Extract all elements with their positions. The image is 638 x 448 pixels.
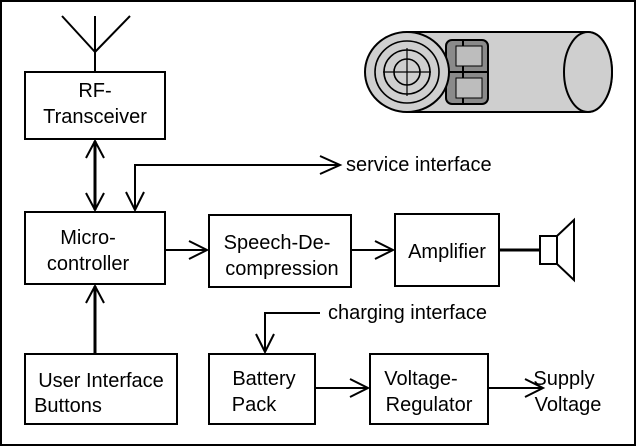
amplifier-label: Amplifier [408, 241, 486, 263]
speech-decompression-label-line2: compression [225, 258, 338, 280]
service-interface-label: service interface [346, 154, 492, 176]
device-illustration [364, 31, 613, 113]
battery-pack-label-line2: Pack [232, 394, 277, 416]
speech-amplifier-arrow [351, 240, 396, 260]
speech-decompression-label-line1: Speech-De- [224, 232, 331, 254]
service-interface-arrow [125, 155, 343, 213]
user-interface-label-line1: User Interface [38, 370, 164, 392]
voltage-regulator-label-line2: Regulator [386, 394, 473, 416]
battery-pack-block: Battery Pack [208, 353, 316, 425]
rf-micro-arrow [85, 138, 105, 213]
speaker-icon [539, 217, 575, 283]
micro-speech-arrow [165, 240, 210, 260]
regulator-supply-arrow [488, 378, 546, 398]
microcontroller-label-line1: Micro- [60, 227, 116, 249]
antenna-icon [61, 15, 131, 72]
microcontroller-block: Micro- controller [24, 211, 166, 285]
charging-interface-label: charging interface [328, 302, 487, 324]
ui-micro-arrow [85, 283, 105, 354]
voltage-regulator-block: Voltage- Regulator [369, 353, 489, 425]
charging-interface-arrow [255, 312, 320, 355]
user-interface-label-line2: Buttons [34, 395, 102, 417]
rf-transceiver-label-line2: Transceiver [43, 106, 147, 128]
supply-voltage-label-line1: Supply [533, 368, 594, 390]
supply-voltage-label-line2: Voltage [535, 394, 602, 416]
battery-pack-label-line1: Battery [232, 368, 295, 390]
speech-decompression-block: Speech-De- compression [208, 214, 352, 288]
microcontroller-label-line2: controller [47, 253, 130, 275]
battery-regulator-arrow [315, 378, 371, 398]
voltage-regulator-label-line1: Voltage- [384, 368, 457, 390]
amplifier-block: Amplifier [394, 213, 500, 287]
user-interface-buttons-block: User Interface Buttons [24, 353, 178, 425]
rf-transceiver-label-line1: RF- [78, 80, 111, 102]
rf-transceiver-block: RF- Transceiver [24, 71, 166, 140]
